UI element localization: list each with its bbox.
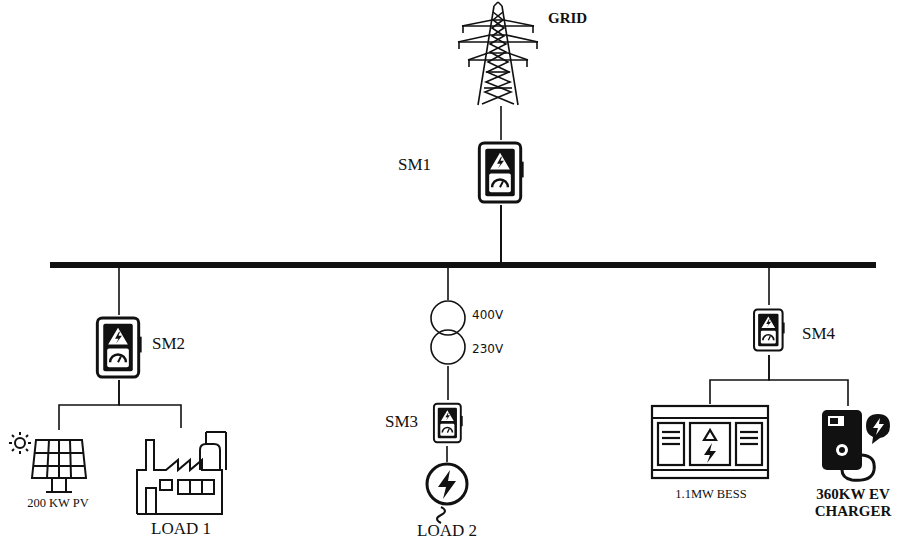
load-factory: LOAD 1 [135,428,227,516]
node-label: 400V [472,309,503,323]
smart-meter: SM1 [475,140,527,205]
wire-connector [710,355,769,404]
load-symbol [427,464,467,523]
wire-connector [500,106,502,140]
wire-connector [447,366,449,400]
smart-meter [434,404,463,442]
wire-connector [59,380,119,430]
transformer: 400V230V [430,300,466,366]
node-label: SM2 [152,334,185,354]
node-label: SM1 [398,155,431,175]
bolt-icon [438,470,456,499]
node-label: LOAD 2 [397,521,497,541]
wire-connector [119,380,181,428]
ev-charger [822,410,890,480]
pv-array: 200 KW PV [8,430,88,494]
transmission-tower [458,2,538,105]
factory-load [137,432,226,514]
transformer-symbol [431,301,465,364]
node-label: 230V [472,343,503,357]
ev-charger: 360KW EV CHARGER [818,406,894,482]
wire-connector [501,205,769,305]
pv-panel [9,432,86,492]
smart-meter: SM2 [94,315,144,380]
node-label: GRID [548,10,587,27]
smart-meter [754,310,785,351]
node-label: 360KW EV CHARGER [804,486,902,521]
node-label: 1.1MW BESS [650,487,772,501]
wire-connector [769,355,848,406]
smart-meter: SM4 [752,305,786,355]
load-circle: LOAD 2 [425,462,469,518]
node-label: SM3 [385,412,418,432]
node-label: 200 KW PV [8,496,108,510]
smart-meter [97,318,141,377]
smart-meter: SM3 [432,400,464,446]
grid-tower: GRID [455,4,541,106]
battery-storage [652,406,768,478]
node-label: SM4 [802,324,835,344]
node-label: LOAD 1 [135,519,227,539]
bess: 1.1MW BESS [650,404,772,480]
wire-connector [119,205,501,315]
bolt-icon [704,443,716,463]
wire-connector [448,205,501,300]
smart-meter [479,143,523,202]
wire-connector [446,446,448,462]
